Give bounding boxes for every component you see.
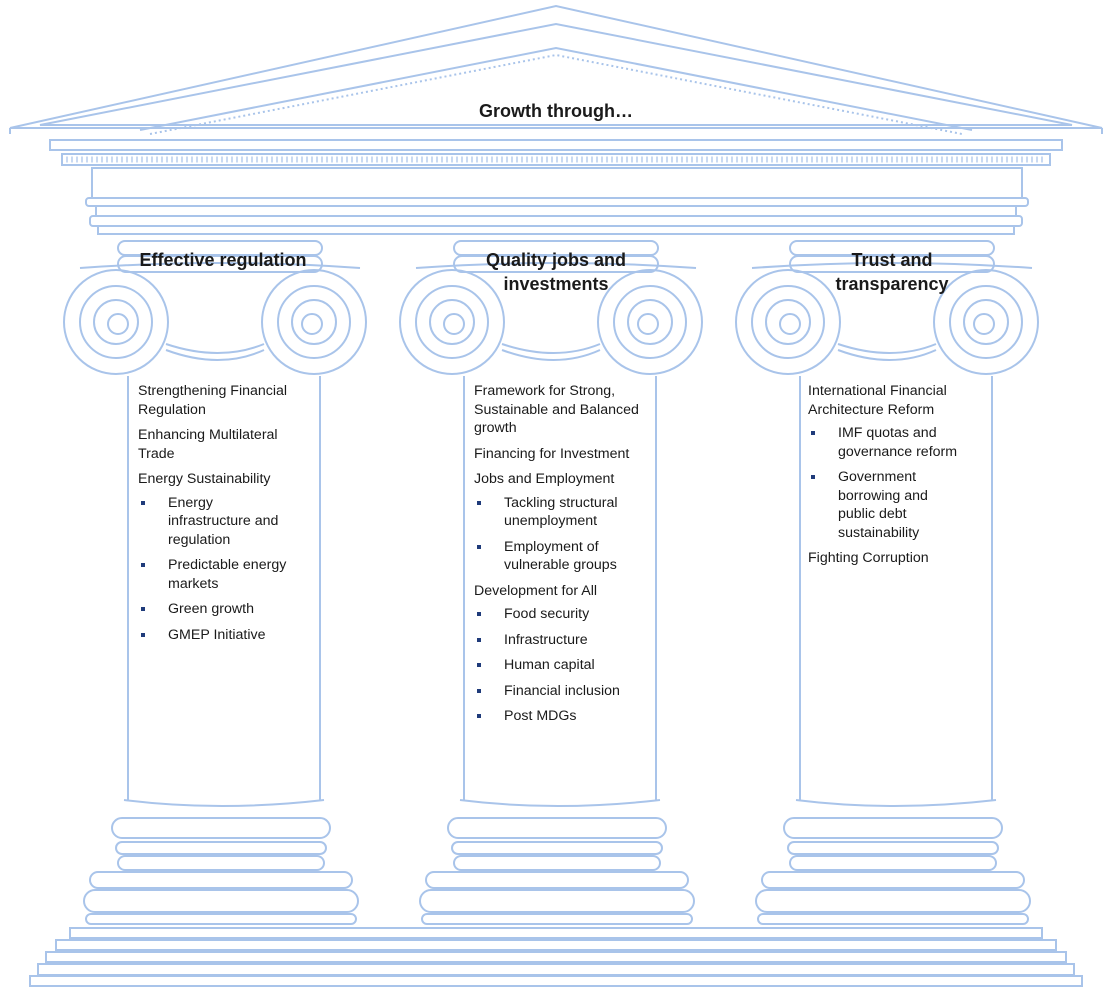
square-bullet-icon xyxy=(477,688,481,693)
pillar-item: Fighting Corruption xyxy=(808,550,929,566)
pillar-subitem: Food security xyxy=(474,605,654,624)
pillar-subitem-label: Tackling structural unemployment xyxy=(504,494,618,530)
pillar-subitem-label: GMEP Initiative xyxy=(168,626,266,643)
pillar-subitem: Human capital xyxy=(474,656,654,675)
pillar-item: International Financial Architecture Ref… xyxy=(808,383,947,418)
pillar-subitem: GMEP Initiative xyxy=(138,626,298,645)
pillar-heading-effective-regulation: Effective regulation xyxy=(139,250,307,270)
pillar-item: Energy Sustainability xyxy=(138,471,271,487)
pillar-heading-quality-jobs: Quality jobs and investments xyxy=(485,250,627,294)
pillar-item: Strengthening Financial Regulation xyxy=(138,383,288,418)
square-bullet-icon xyxy=(477,500,481,505)
square-bullet-icon xyxy=(811,431,815,435)
square-bullet-icon xyxy=(477,714,481,718)
square-bullet-icon xyxy=(141,563,145,567)
pillar-subitem-label: Post MDGs xyxy=(504,708,577,724)
square-bullet-icon xyxy=(477,637,481,642)
temple-steps xyxy=(29,927,1083,987)
pillar-subitem: Financial inclusion xyxy=(474,682,654,701)
pillar-subitem: Employment of vulnerable groups xyxy=(474,538,654,575)
pillar-subitem: IMF quotas and governance reform xyxy=(808,424,968,461)
column-3 xyxy=(735,240,1039,925)
pillar-item: Jobs and Employment xyxy=(474,471,615,487)
pillar-item: Development for All xyxy=(474,582,598,599)
pillar-subitem-label: Financial inclusion xyxy=(504,682,620,699)
pillar-subitem: Energy infrastructure and regulation xyxy=(138,494,298,550)
pillar-subitem-label: Government borrowing and public debt sus… xyxy=(838,469,928,541)
pillar-item: Financing for Investment xyxy=(474,445,630,462)
pillar-subitem-label: Employment of vulnerable groups xyxy=(504,538,617,574)
pillar-item: Framework for Strong, Sustainable and Ba… xyxy=(474,383,639,436)
pillar-body-trust-transparency: International Financial Architecture Ref… xyxy=(808,382,968,575)
pillar-subitem-label: IMF quotas and governance reform xyxy=(838,425,958,460)
square-bullet-icon xyxy=(141,500,145,505)
square-bullet-icon xyxy=(477,544,481,549)
pillar-subitem: Post MDGs xyxy=(474,707,654,726)
pillar-subitem-label: Human capital xyxy=(504,657,595,673)
pillar-subitem-label: Infrastructure xyxy=(504,631,588,648)
pillar-body-quality-jobs: Framework for Strong, Sustainable and Ba… xyxy=(474,382,654,733)
temple-title: Growth through… xyxy=(479,101,633,121)
square-bullet-icon xyxy=(141,607,145,611)
pillar-subitem: Green growth xyxy=(138,600,298,619)
pillar-subitem-label: Food security xyxy=(504,606,590,622)
pillar-subitem-label: Predictable energy markets xyxy=(168,557,287,592)
column-1 xyxy=(63,240,367,925)
pillar-subitem: Infrastructure xyxy=(474,631,654,650)
square-bullet-icon xyxy=(141,632,145,637)
pillar-subitem-label: Green growth xyxy=(168,601,254,617)
pillar-subitem: Government borrowing and public debt sus… xyxy=(808,468,968,542)
pillar-item: Enhancing Multilateral Trade xyxy=(138,427,278,462)
entablature xyxy=(85,167,1029,235)
pediment xyxy=(9,4,1103,166)
pillar-subitem: Tackling structural unemployment xyxy=(474,494,654,531)
pillar-heading-trust-transparency: Trust and transparency xyxy=(835,250,949,294)
square-bullet-icon xyxy=(477,612,481,616)
square-bullet-icon xyxy=(811,475,815,479)
pillar-subitem: Predictable energy markets xyxy=(138,556,298,593)
column-2 xyxy=(399,240,703,925)
square-bullet-icon xyxy=(477,663,481,667)
pillar-subitem-label: Energy infrastructure and regulation xyxy=(168,494,279,548)
